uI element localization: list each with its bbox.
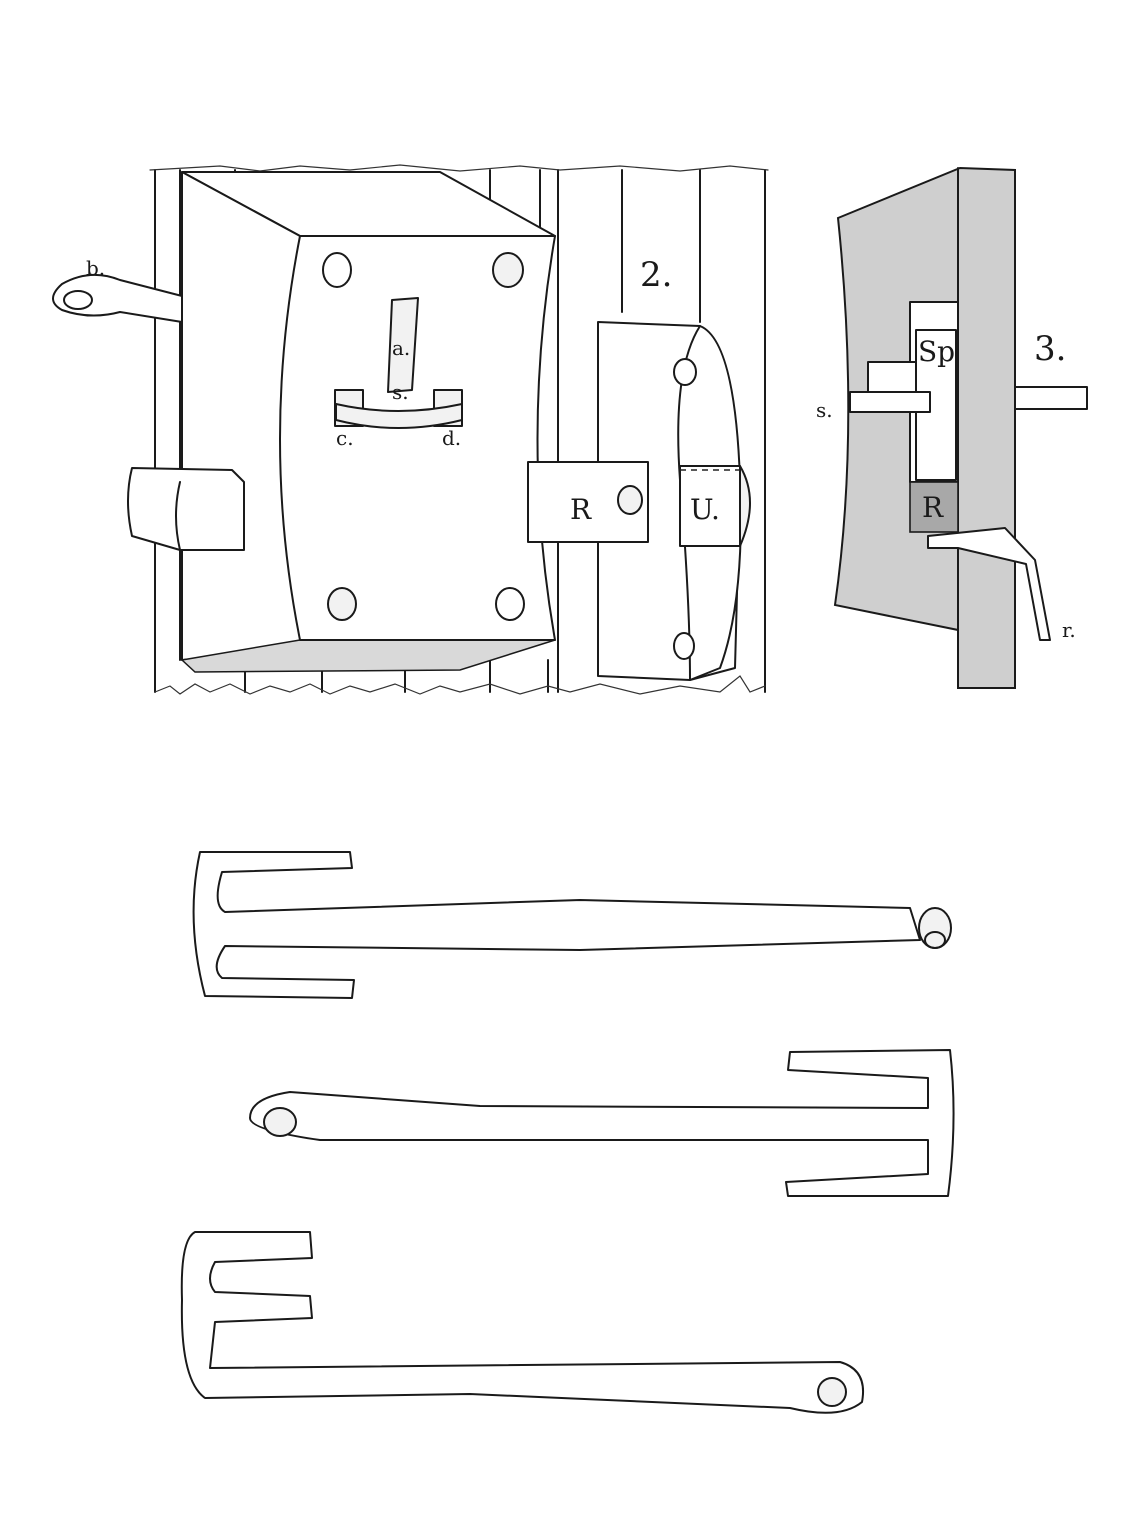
- label-R-fig3: R: [922, 491, 944, 524]
- label-Sp: Sp: [918, 335, 956, 368]
- label-c: c.: [336, 426, 354, 450]
- key-handle-b: [52, 273, 183, 323]
- label-s-fig3: s.: [816, 398, 833, 422]
- label-U: U.: [690, 493, 720, 526]
- label-R-fig2: R: [570, 493, 592, 526]
- figure-3-number: 3.: [1034, 329, 1067, 369]
- label-b: b.: [86, 256, 106, 280]
- key-2: [249, 1049, 955, 1197]
- label-a: a.: [392, 336, 411, 360]
- label-r: r.: [1062, 618, 1076, 642]
- key-3: [180, 1231, 864, 1414]
- key-1: [192, 851, 952, 999]
- figure-2-number: 2.: [640, 255, 673, 295]
- label-d: d.: [442, 426, 462, 450]
- figure-2-hardware: [527, 321, 751, 681]
- bolt-block: [127, 467, 245, 551]
- label-s: s.: [392, 380, 409, 404]
- figure-3-mechanism: [849, 301, 1088, 641]
